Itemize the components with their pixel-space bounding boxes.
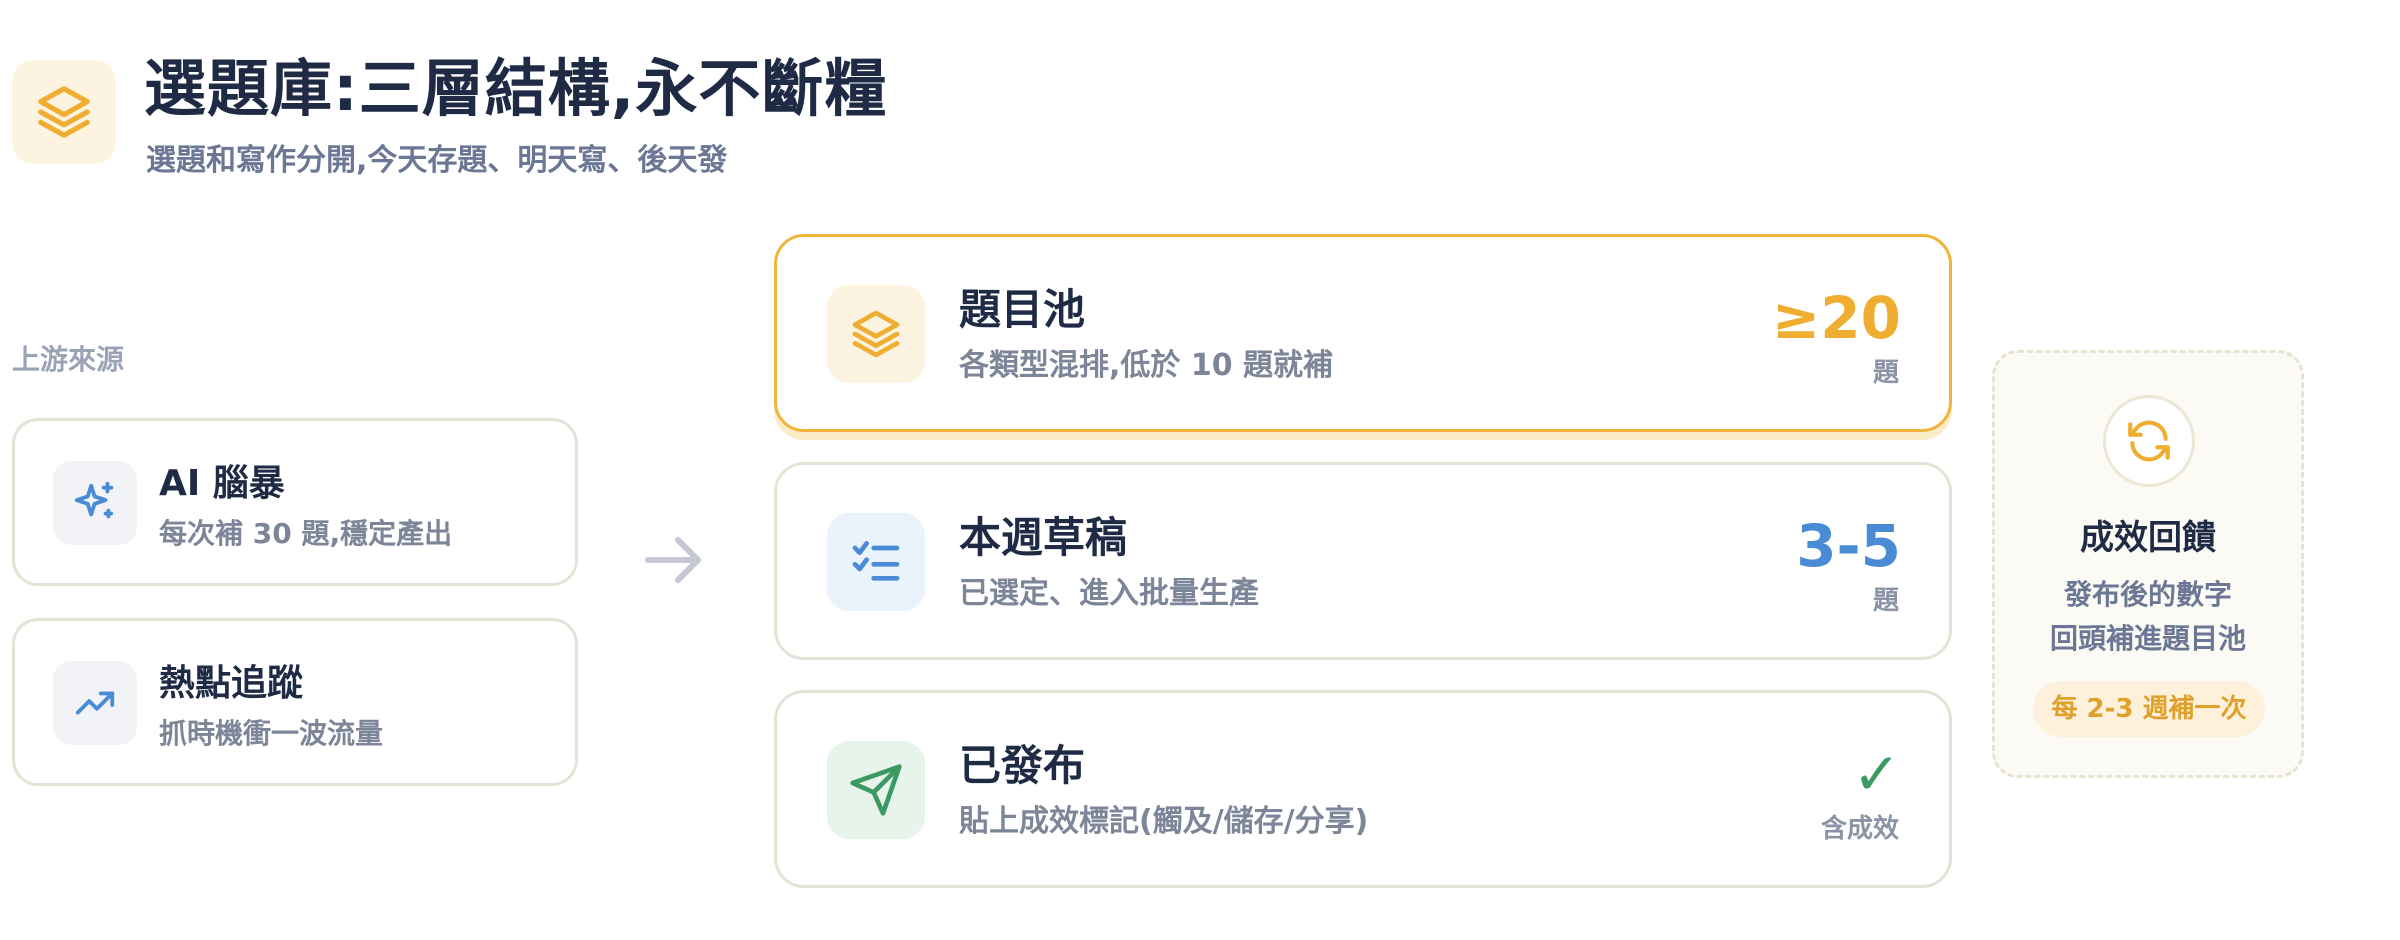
refresh-icon — [2103, 395, 2195, 487]
stage-desc: 已選定、進入批量生產 — [959, 576, 1259, 611]
feedback-card: 成效回饋 發布後的數字 回頭補進題目池 每 2-3 週補一次 — [1992, 350, 2304, 778]
source-title: 熱點追蹤 — [159, 663, 304, 704]
stage-title: 本週草稿 — [959, 513, 1128, 562]
page-subtitle: 選題和寫作分開,今天存題、明天寫、後天發 — [146, 143, 728, 178]
stage-check: ✓ — [1852, 740, 1901, 808]
stage-desc: 貼上成效標記(觸及/儲存/分享) — [959, 804, 1369, 839]
stage-title: 題目池 — [959, 285, 1086, 334]
layers-icon — [827, 285, 925, 383]
stage-card-topic-pool: 題目池 各類型混排,低於 10 題就補 ≥20 題 — [774, 234, 1952, 432]
arrow-right-icon — [640, 530, 710, 590]
stage-unit: 題 — [1872, 358, 1899, 388]
header-layers-icon — [12, 60, 116, 164]
source-desc: 抓時機衝一波流量 — [159, 717, 384, 750]
page-title: 選題庫:三層結構,永不斷糧 — [144, 52, 888, 125]
stage-card-published: 已發布 貼上成效標記(觸及/儲存/分享) ✓ 含成效 — [774, 690, 1952, 888]
stage-unit: 含成效 — [1820, 814, 1899, 844]
source-card-ai-brainstorm: AI 腦暴 每次補 30 題,穩定產出 — [12, 418, 578, 586]
trending-up-icon — [53, 661, 137, 745]
stage-unit: 題 — [1872, 586, 1899, 616]
stage-card-weekly-draft: 本週草稿 已選定、進入批量生產 3-5 題 — [774, 462, 1952, 660]
feedback-title: 成效回饋 — [2080, 518, 2216, 558]
source-card-trending: 熱點追蹤 抓時機衝一波流量 — [12, 618, 578, 786]
source-desc: 每次補 30 題,穩定產出 — [159, 517, 453, 550]
feedback-frequency-badge: 每 2-3 週補一次 — [2033, 681, 2265, 737]
source-title: AI 腦暴 — [159, 463, 285, 504]
sparkle-icon — [53, 461, 137, 545]
stage-count: 3-5 — [1796, 512, 1901, 580]
stage-title: 已發布 — [959, 741, 1086, 790]
stage-count: ≥20 — [1771, 284, 1901, 352]
checklist-icon — [827, 513, 925, 611]
feedback-line: 發布後的數字 — [2063, 578, 2232, 611]
stage-desc: 各類型混排,低於 10 題就補 — [959, 348, 1334, 383]
send-icon — [827, 741, 925, 839]
upstream-label: 上游來源 — [12, 343, 125, 376]
feedback-line: 回頭補進題目池 — [2049, 622, 2246, 655]
